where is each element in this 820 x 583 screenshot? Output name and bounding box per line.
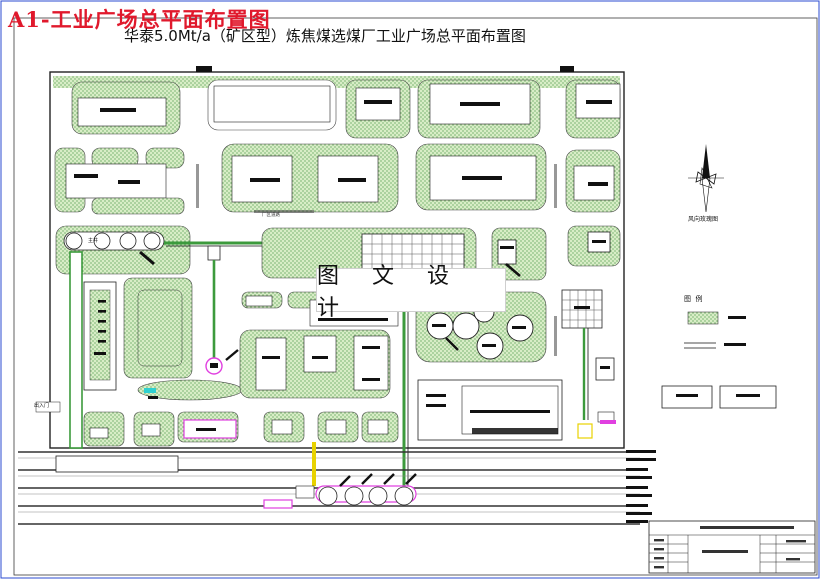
- legend-title: 图 例: [684, 295, 703, 303]
- block-row-2: [54, 143, 621, 215]
- gate-top-left: [196, 66, 212, 72]
- compass-caption: 风向玫瑰图: [688, 216, 719, 223]
- title-block: [648, 520, 816, 574]
- railway-yard: [18, 442, 656, 525]
- station-label: 主井: [88, 238, 99, 244]
- compass-rose: [688, 144, 724, 213]
- site-boundary: [49, 71, 625, 449]
- block-row-south: [35, 401, 399, 447]
- watermark-stamp: 图 文 设 计: [316, 264, 506, 321]
- mid-left-area: [55, 225, 370, 449]
- block-row-1: [71, 79, 621, 139]
- road-labels: [196, 164, 557, 356]
- gate-label: 出入门: [34, 403, 50, 409]
- drawing-subtitle: 华泰5.0Mt/a（矿区型）炼焦煤选煤厂工业广场总平面布置图: [124, 27, 526, 45]
- coal-storage: [417, 379, 616, 441]
- legend: [661, 311, 777, 409]
- road-label: 厂区道路: [262, 213, 280, 218]
- page-title: A1-工业广场总平面布置图: [8, 7, 271, 32]
- central-plant: [261, 225, 621, 490]
- inner-frame: [13, 17, 818, 576]
- gate-top-right: [560, 66, 574, 72]
